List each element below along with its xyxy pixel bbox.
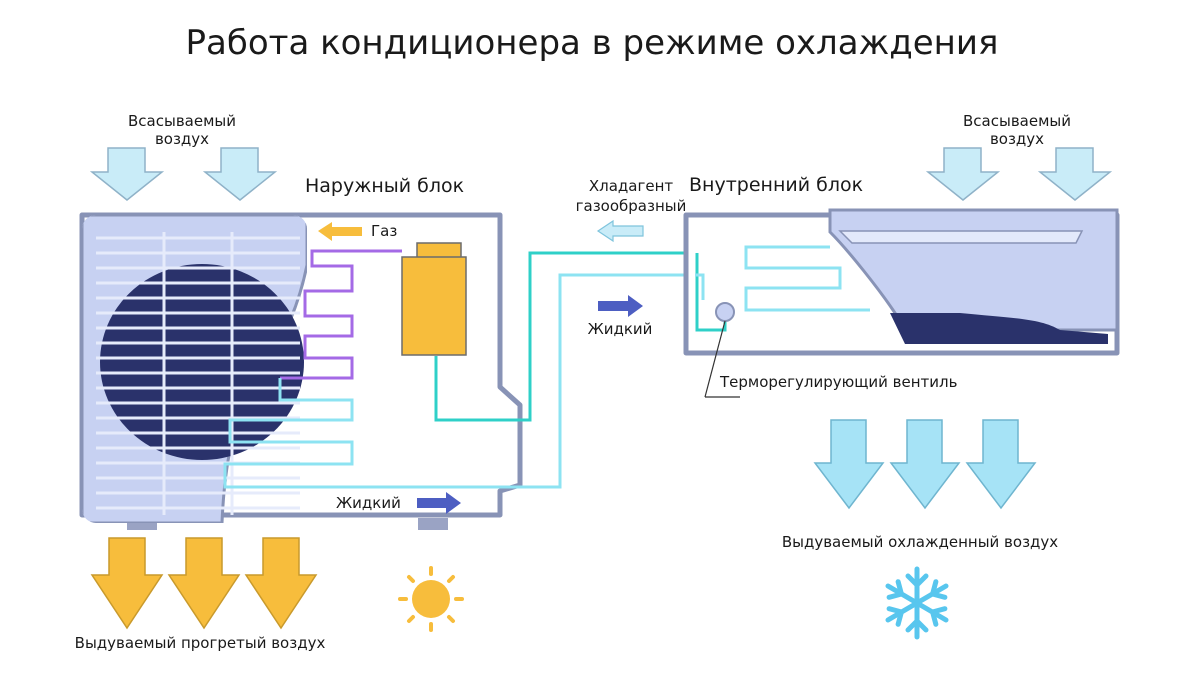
expansion-valve [715, 302, 735, 322]
valve-pointer-line [704, 320, 726, 398]
indoor-intake-label-line1: Всасываемый [963, 112, 1071, 130]
gas-label: Газ [371, 222, 397, 240]
outdoor-front-panel [82, 215, 307, 523]
page-title: Работа кондиционера в режиме охлаждения [186, 23, 999, 63]
connection-liquid-label: Жидкий [588, 320, 653, 338]
liquid-flow-arrow-right-icon [598, 295, 643, 317]
intake-arrow-down-icon [925, 147, 1001, 201]
warm-air-arrow-down-icon [244, 537, 318, 630]
outdoor-unit: Наружный блок Газ Жидкий [79, 175, 830, 530]
refrigerant-label-line2: газообразный [576, 197, 687, 215]
indoor-unit: Внутренний блок Терморегулирующий вентил… [683, 174, 1120, 398]
gas-flow-arrow-left-icon [596, 219, 644, 243]
condenser-coil-gas [280, 249, 402, 380]
cold-air-arrow-down-icon [889, 419, 961, 510]
indoor-main-pipe [695, 253, 727, 332]
valve-label: Терморегулирующий вентиль [719, 373, 957, 391]
warm-air-arrow-down-icon [167, 537, 241, 630]
connection-labels: Хладагент газообразный Жидкий [576, 177, 687, 338]
indoor-exhaust-label: Выдуваемый охлажденный воздух [782, 533, 1058, 551]
outdoor-unit-label: Наружный блок [305, 175, 464, 197]
indoor-liquid-pipe [695, 273, 705, 300]
cold-air-arrow-down-icon [965, 419, 1037, 510]
outdoor-foot-right [418, 518, 448, 530]
outdoor-liquid-arrow [417, 492, 461, 514]
condenser-coil-liquid [223, 273, 695, 489]
intake-arrow-down-icon [89, 147, 165, 201]
indoor-unit-label: Внутренний блок [689, 174, 863, 196]
intake-arrow-down-icon [202, 147, 278, 201]
indoor-outlet-louver [890, 313, 1108, 344]
outdoor-exhaust: Выдуваемый прогретый воздух [75, 537, 326, 652]
outdoor-liquid-label: Жидкий [336, 494, 401, 512]
indoor-intake-label-line2: воздух [990, 130, 1044, 148]
refrigerant-label-line1: Хладагент [589, 177, 674, 195]
gas-arrow [318, 222, 362, 241]
outdoor-intake: Всасываемый воздух [89, 112, 278, 201]
indoor-intake: Всасываемый воздух [925, 112, 1113, 201]
evaporator-coil [744, 245, 870, 312]
cold-air-arrow-down-icon [813, 419, 885, 510]
outdoor-intake-label-line2: воздух [155, 130, 209, 148]
outdoor-fan [100, 264, 304, 460]
compressor-top [416, 242, 462, 259]
warm-air-arrow-down-icon [90, 537, 164, 630]
intake-arrow-down-icon [1037, 147, 1113, 201]
compressor [401, 256, 467, 356]
outdoor-intake-label-line1: Всасываемый [128, 112, 236, 130]
snowflake-icon [885, 566, 949, 640]
sun-icon [398, 566, 464, 632]
outdoor-exhaust-label: Выдуваемый прогретый воздух [75, 634, 326, 652]
indoor-exhaust: Выдуваемый охлажденный воздух [782, 419, 1058, 551]
